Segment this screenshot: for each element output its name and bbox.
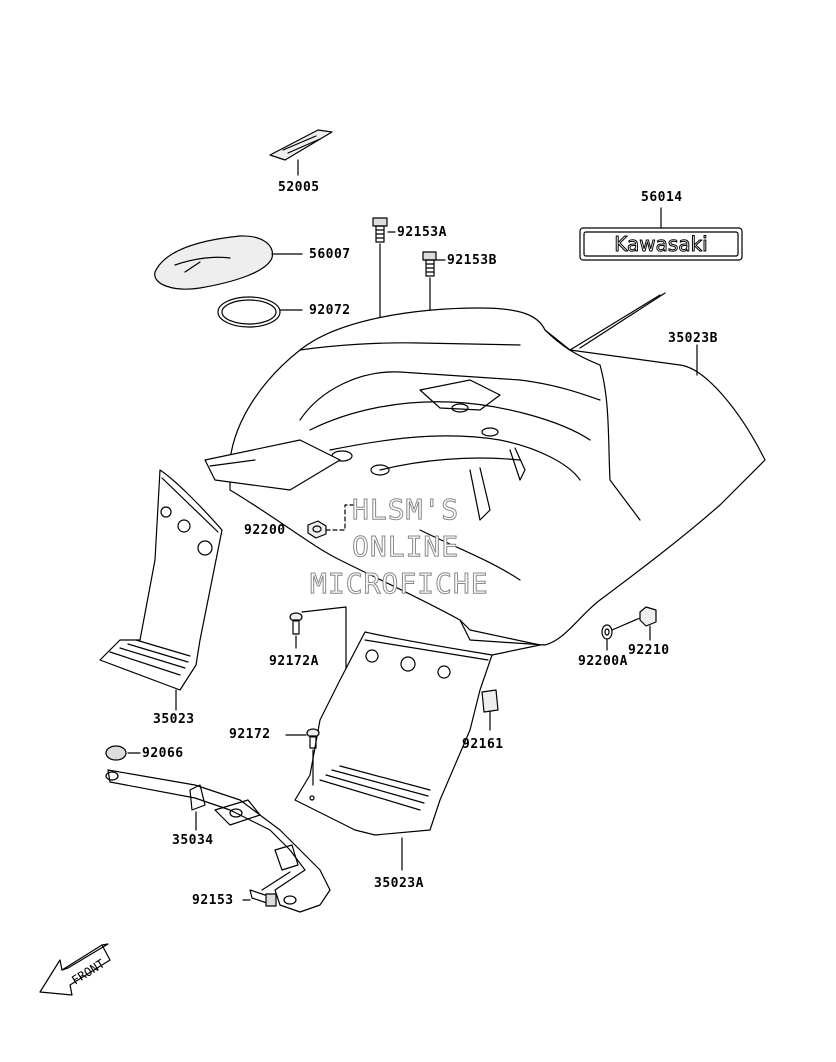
- part-92072-ring-inner: [221, 299, 277, 325]
- part-label-35023B[interactable]: 35023B: [668, 331, 718, 346]
- watermark-line1: HLSM'S: [351, 493, 460, 527]
- part-label-92072[interactable]: 92072: [309, 303, 351, 318]
- part-35023B-rear-fender[interactable]: [204, 292, 766, 646]
- part-92153-bolt[interactable]: [249, 889, 277, 907]
- part-92200A-washer[interactable]: [601, 624, 613, 640]
- part-92200A-washer-hole: [604, 628, 610, 636]
- part-label-92172[interactable]: 92172: [229, 727, 271, 742]
- part-56014-emblem[interactable]: Kawasaki: [579, 227, 743, 261]
- part-label-35023A[interactable]: 35023A: [374, 876, 424, 891]
- watermark-line3: MICROFICHE: [310, 567, 489, 601]
- leader-92200: [325, 504, 356, 531]
- watermark-line2: ONLINE: [351, 530, 460, 564]
- leader-92153-up: [261, 871, 291, 891]
- part-label-92172A[interactable]: 92172A: [269, 654, 319, 669]
- part-92066-cap[interactable]: [105, 745, 127, 761]
- part-label-92161[interactable]: 92161: [462, 737, 504, 752]
- emblem-text: Kawasaki: [614, 232, 707, 256]
- part-label-92153A[interactable]: 92153A: [397, 225, 447, 240]
- part-92172-screw[interactable]: [306, 728, 320, 749]
- part-92161-pad[interactable]: [481, 689, 499, 713]
- part-35023A-right-mudguard[interactable]: [294, 631, 493, 836]
- part-56007-pad[interactable]: [154, 235, 273, 290]
- part-label-92153B[interactable]: 92153B: [447, 253, 497, 268]
- part-92172A-screw[interactable]: [289, 612, 303, 635]
- part-label-35023[interactable]: 35023: [153, 712, 195, 727]
- front-direction-arrow: FRONT: [39, 943, 111, 996]
- part-label-92200A[interactable]: 92200A: [578, 654, 628, 669]
- part-35034-bracket[interactable]: [105, 769, 331, 913]
- part-label-35034[interactable]: 35034: [172, 833, 214, 848]
- leader-92161-link: [491, 644, 541, 656]
- part-label-92200[interactable]: 92200: [244, 523, 286, 538]
- part-92153B-bolt[interactable]: [422, 251, 437, 277]
- leader-92210-link: [611, 617, 641, 631]
- part-label-92210[interactable]: 92210: [628, 643, 670, 658]
- part-label-56007[interactable]: 56007: [309, 247, 351, 262]
- part-92200-nut[interactable]: [307, 520, 327, 539]
- part-92153A-bolt[interactable]: [372, 217, 388, 243]
- part-92210-nut[interactable]: [639, 606, 657, 627]
- part-52005-pad[interactable]: [269, 129, 333, 161]
- part-label-92153[interactable]: 92153: [192, 893, 234, 908]
- part-92072-ring[interactable]: [217, 296, 281, 328]
- part-label-92066[interactable]: 92066: [142, 746, 184, 761]
- part-label-52005[interactable]: 52005: [278, 180, 320, 195]
- part-35023-left-mudguard[interactable]: [99, 469, 223, 691]
- part-label-56014[interactable]: 56014: [641, 190, 683, 205]
